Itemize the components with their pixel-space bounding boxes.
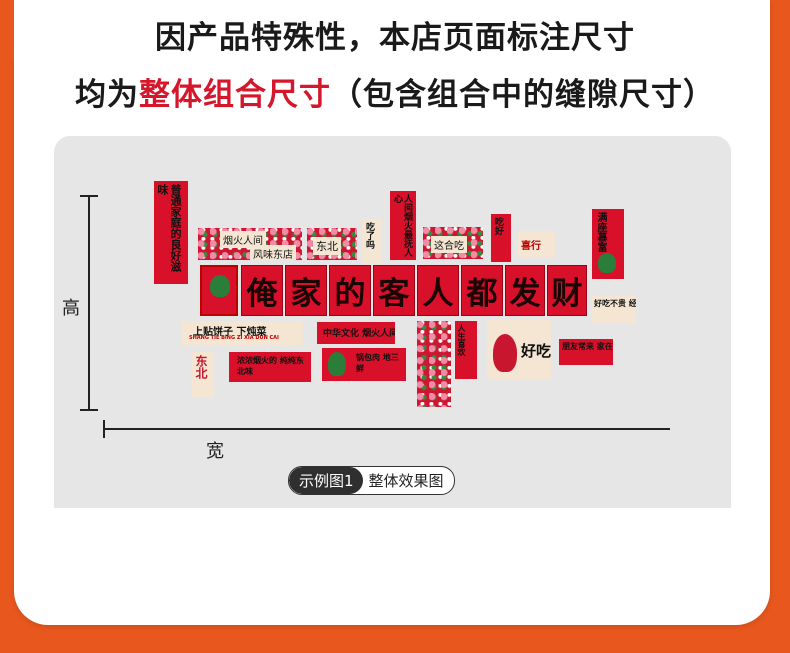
art-tile-right-small-1: 好吃不贵 经济实惠 — [592, 296, 636, 324]
art-dong-text: 东北 — [194, 355, 208, 379]
art-haochi-text: 好吃 — [521, 342, 551, 360]
art-tile-chiletma: 吃了吗 — [362, 219, 382, 263]
art-xiyi-text: 喜行 — [521, 241, 541, 252]
art-band-bottom-center: 锅包肉 地三鲜 — [322, 348, 406, 381]
art-renjian-text: 人间烟火最抚人心 — [392, 194, 412, 257]
art-tile-dong: 东北 — [192, 352, 214, 398]
caption-tag: 示例图1 — [289, 467, 363, 494]
art-tile-haochi-figure: 好吃 — [487, 320, 551, 380]
art-tile-right-vertical: 满座慕富 — [592, 209, 624, 279]
width-label: 宽 — [206, 441, 224, 462]
width-dimension-cap — [103, 420, 105, 438]
art-band-bottom-left-text: 浓浓烟火的 纯纯东北味 — [237, 356, 304, 376]
art-vertical-strip-left: 普通家庭的良好滋味 — [154, 181, 188, 284]
art-char-5: 人 — [417, 265, 459, 316]
notice-highlight: 整体组合尺寸 — [139, 77, 331, 113]
art-boy-icon — [328, 352, 346, 376]
art-strip-text: 普通家庭的良好滋味 — [156, 184, 182, 272]
art-char-7: 发 — [505, 265, 545, 316]
art-char-2: 家 — [285, 265, 327, 316]
art-band-center: 中华文化 烟火人间 — [317, 322, 395, 344]
art-right-small-1-text: 好吃不贵 经济实惠 — [594, 299, 636, 308]
caption-pill: 示例图1 整体效果图 — [288, 466, 455, 495]
art-figure-icon — [598, 253, 616, 273]
art-band-left-pinyin: SHANG TIE BING ZI XIA DUN CAI — [189, 335, 279, 341]
art-figure-tile-left — [200, 265, 238, 316]
notice-prefix: 均为 — [75, 77, 139, 113]
art-right-small-2-text: 朋友常来 家在这里 — [562, 342, 613, 351]
art-granny-icon — [210, 275, 230, 297]
art-band-bottom-center-text: 锅包肉 地三鲜 — [356, 353, 399, 373]
art-char-3: 的 — [329, 265, 371, 316]
art-char-4: 客 — [373, 265, 415, 316]
height-dimension-cap-top — [80, 195, 98, 197]
art-tile-xiyi: 喜行 — [517, 231, 555, 257]
art-tile-zaoan: 吃好 — [491, 214, 511, 262]
art-band-center-text: 中华文化 烟火人间 — [323, 329, 395, 339]
notice-line-1: 因产品特殊性，本店页面标注尺寸 — [155, 20, 635, 56]
art-tile-renjian: 人间烟火最抚人心 — [390, 191, 416, 260]
art-tile-haochi: 这合吃 — [423, 227, 483, 259]
art-vert-center-text: 人生喜欢 — [457, 324, 466, 356]
art-tile-vert-center: 人生喜欢 — [455, 321, 477, 379]
caption-text: 整体效果图 — [368, 472, 444, 490]
height-dimension-line — [88, 196, 90, 410]
notice-line-2: 均为整体组合尺寸（包含组合中的缝隙尺寸） — [0, 69, 790, 114]
art-band-left: 上贴饼子 下炖菜 SHANG TIE BING ZI XIA DUN CAI — [181, 321, 303, 345]
art-haochi-band: 这合吃 — [431, 236, 467, 253]
art-girl-icon — [493, 334, 517, 372]
height-dimension-cap-bottom — [80, 409, 98, 411]
corner-accent — [0, 0, 14, 60]
art-dongbei-text: 东北 — [313, 237, 341, 255]
art-char-1: 俺 — [241, 265, 283, 316]
art-tile-right-small-2: 朋友常来 家在这里 — [559, 339, 613, 365]
art-band-text-2: 风味东店 — [250, 245, 296, 260]
height-label: 高 — [62, 298, 80, 319]
art-band-text-1: 烟火人间 — [220, 231, 266, 248]
art-right-vertical-text: 满座慕富 — [595, 212, 606, 252]
width-dimension-line — [104, 428, 670, 430]
art-char-8: 财 — [547, 265, 587, 316]
art-tile-dongbei: 东北 — [307, 228, 357, 260]
art-chiletma-text: 吃了吗 — [364, 222, 374, 249]
notice-suffix: （包含组合中的缝隙尺寸） — [331, 77, 715, 113]
art-floral-band-top: 烟火人间 风味东店 — [198, 228, 302, 260]
art-char-6: 都 — [461, 265, 503, 316]
art-floral-vertical — [417, 321, 451, 407]
art-band-bottom-left: 浓浓烟火的 纯纯东北味 — [229, 352, 311, 382]
art-zaoan-text: 吃好 — [493, 217, 503, 235]
art-band-left-text: 上贴饼子 下炖菜 — [193, 327, 267, 338]
